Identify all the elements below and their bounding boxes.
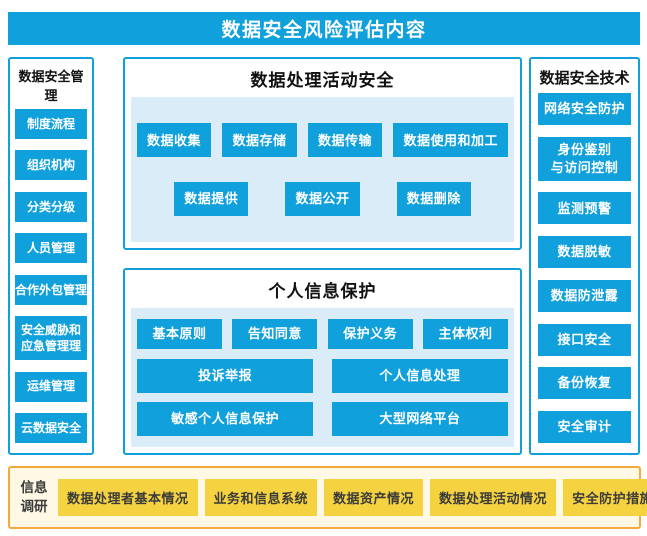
process-item: 数据删除 [396, 181, 471, 216]
right-panel-items: 网络安全防护 身份鉴别 与访问控制 监测预警 数据脱敏 数据防泄露 接口安全 备… [538, 93, 631, 443]
right-panel-item: 网络安全防护 [538, 93, 631, 125]
personal-panel-body: 基本原则 告知同意 保护义务 主体权利 投诉举报 个人信息处理 敏感个人信息保护… [131, 308, 514, 447]
left-panel-item: 安全威胁和 应急管理理 [15, 316, 87, 361]
personal-panel-row-3: 敏感个人信息保护 大型网络平台 [137, 401, 508, 436]
personal-item: 个人信息处理 [331, 358, 508, 393]
right-panel-item: 接口安全 [538, 323, 631, 356]
process-item: 数据使用和加工 [393, 123, 508, 158]
process-item: 数据传输 [307, 123, 382, 158]
personal-panel-row-1: 基本原则 告知同意 保护义务 主体权利 [137, 319, 508, 350]
process-panel-row-1: 数据收集 数据存储 数据传输 数据使用和加工 [137, 123, 508, 158]
process-item: 数据收集 [137, 123, 212, 158]
left-panel-item: 合作外包管理 [15, 274, 87, 305]
personal-item: 告知同意 [232, 319, 318, 350]
left-panel-title: 数据安全管理 [18, 69, 84, 103]
diagram-title: 数据安全风险评估内容 [221, 20, 427, 41]
left-panel-item: 人员管理 [15, 233, 87, 264]
panel-data-processing-activity-security: 数据处理活动安全 数据收集 数据存储 数据传输 数据使用和加工 数据提供 数据公… [123, 57, 522, 250]
right-panel-item: 身份鉴别 与访问控制 [538, 136, 631, 181]
process-panel-title: 数据处理活动安全 [250, 71, 395, 90]
left-panel-data-security-management: 数据安全管理 制度流程 组织机构 分类分级 人员管理 合作外包管理 安全威胁和 … [8, 57, 94, 455]
left-panel-item: 云数据安全 [15, 412, 87, 443]
personal-item: 保护义务 [327, 319, 413, 350]
info-research-item: 数据资产情况 [324, 479, 424, 516]
left-panel-item: 运维管理 [15, 371, 87, 402]
diagram-title-banner: 数据安全风险评估内容 [8, 12, 640, 45]
info-research-item: 业务和信息系统 [204, 479, 318, 516]
process-item: 数据存储 [222, 123, 297, 158]
info-research-item: 数据处理者基本情况 [58, 479, 198, 516]
process-panel-row-2: 数据提供 数据公开 数据删除 [137, 181, 508, 216]
right-panel-item: 数据防泄露 [538, 279, 631, 312]
panel-personal-information-protection: 个人信息保护 基本原则 告知同意 保护义务 主体权利 投诉举报 个人信息处理 敏… [123, 268, 522, 455]
info-research-bar: 信息 调研 数据处理者基本情况 业务和信息系统 数据资产情况 数据处理活动情况 … [8, 466, 647, 529]
personal-item: 大型网络平台 [331, 401, 508, 436]
info-research-item: 安全防护措施 [563, 479, 647, 516]
left-panel-item: 分类分级 [15, 191, 87, 222]
left-panel-item: 制度流程 [15, 109, 87, 139]
right-panel-data-security-technology: 数据安全技术 网络安全防护 身份鉴别 与访问控制 监测预警 数据脱敏 数据防泄露… [529, 57, 640, 455]
personal-item: 投诉举报 [137, 358, 314, 393]
right-panel-item: 数据脱敏 [538, 236, 631, 269]
personal-panel-title: 个人信息保护 [268, 282, 377, 301]
right-panel-item: 备份恢复 [538, 367, 631, 400]
personal-item: 主体权利 [422, 319, 508, 350]
left-panel-item: 组织机构 [15, 150, 87, 181]
personal-panel-row-2: 投诉举报 个人信息处理 [137, 358, 508, 393]
right-panel-title: 数据安全技术 [539, 70, 630, 87]
info-research-title: 信息 调研 [20, 479, 48, 514]
process-item: 数据提供 [174, 181, 249, 216]
left-panel-items: 制度流程 组织机构 分类分级 人员管理 合作外包管理 安全威胁和 应急管理理 运… [15, 109, 87, 443]
personal-item: 基本原则 [137, 319, 222, 350]
process-panel-body: 数据收集 数据存储 数据传输 数据使用和加工 数据提供 数据公开 数据删除 [131, 97, 514, 242]
info-research-item: 数据处理活动情况 [430, 479, 557, 516]
right-panel-item: 安全审计 [538, 410, 631, 443]
process-item: 数据公开 [285, 181, 360, 216]
personal-item: 敏感个人信息保护 [137, 401, 314, 436]
right-panel-item: 监测预警 [538, 192, 631, 225]
